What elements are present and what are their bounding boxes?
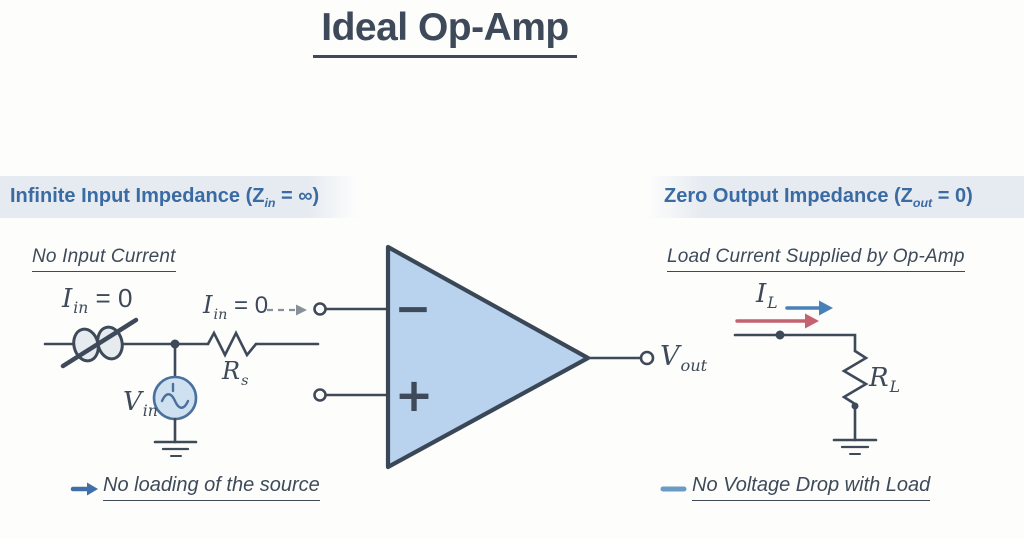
vin-label: Vin bbox=[123, 387, 158, 421]
rs-label: Rs bbox=[222, 357, 249, 389]
left-banner-text-end: = ∞) bbox=[275, 184, 320, 207]
left-section-title: Infinite Input Impedance (Zin = ∞) bbox=[10, 185, 319, 210]
right-section-banner: Zero Output Impedance (Zout = 0) bbox=[648, 176, 1024, 218]
noninverting-terminal bbox=[313, 388, 327, 402]
sine-wave-icon bbox=[160, 393, 190, 409]
rl-resistor-icon bbox=[841, 349, 869, 406]
rl-label: RL bbox=[869, 363, 900, 397]
opamp-triangle bbox=[385, 244, 591, 470]
load-current-blue-arrow-icon bbox=[785, 300, 833, 316]
iin-zero-label-terminal: Iin = 0 bbox=[203, 291, 269, 323]
page-title: Ideal Op-Amp bbox=[313, 6, 577, 58]
iin-zero-label-source: Iin = 0 bbox=[62, 283, 133, 318]
right-banner-subscript: out bbox=[912, 195, 933, 210]
il-label: IL bbox=[756, 279, 778, 313]
dashed-current-arrow-icon bbox=[267, 304, 307, 316]
right-banner-text: Zero Output Impedance (Z bbox=[664, 184, 913, 207]
current-loop-2 bbox=[96, 325, 124, 361]
load-current-red-arrow-icon bbox=[735, 313, 819, 329]
output-terminal bbox=[639, 350, 655, 366]
plus-input-symbol: + bbox=[395, 368, 434, 422]
load-junction-dot bbox=[775, 330, 785, 340]
note-arrow-icon bbox=[70, 482, 98, 496]
vout-label: Vout bbox=[660, 341, 708, 376]
opamp-symbol: − + bbox=[313, 244, 655, 470]
left-subheading: No Input Current bbox=[32, 246, 176, 272]
page-title-wrap: Ideal Op-Amp bbox=[300, 6, 590, 58]
no-current-loops-icon bbox=[60, 317, 139, 369]
left-section-banner: Infinite Input Impedance (Zin = ∞) bbox=[0, 176, 358, 218]
load-circuit bbox=[733, 300, 878, 455]
ground-icon-left bbox=[153, 440, 198, 457]
current-loop-1 bbox=[72, 327, 100, 363]
rs-resistor-icon bbox=[206, 330, 258, 358]
junction-dot bbox=[170, 339, 180, 349]
left-banner-subscript: in bbox=[264, 195, 276, 210]
left-note: No loading of the source bbox=[103, 474, 320, 501]
ground-icon-right bbox=[832, 438, 878, 455]
cross-out-slash-icon bbox=[60, 317, 139, 369]
right-banner-text-end: = 0) bbox=[932, 184, 973, 207]
right-subheading: Load Current Supplied by Op-Amp bbox=[667, 246, 965, 272]
source-circle bbox=[152, 375, 198, 421]
right-note: No Voltage Drop with Load bbox=[692, 474, 931, 501]
rl-bottom-dot bbox=[851, 402, 859, 410]
load-wire bbox=[733, 333, 857, 353]
right-section-title: Zero Output Impedance (Zout = 0) bbox=[664, 185, 973, 210]
vin-ac-source-icon bbox=[152, 375, 198, 421]
input-circuit bbox=[43, 304, 320, 457]
minus-input-symbol: − bbox=[395, 284, 432, 335]
left-banner-text: Infinite Input Impedance (Z bbox=[10, 184, 265, 207]
inverting-terminal bbox=[313, 302, 327, 316]
